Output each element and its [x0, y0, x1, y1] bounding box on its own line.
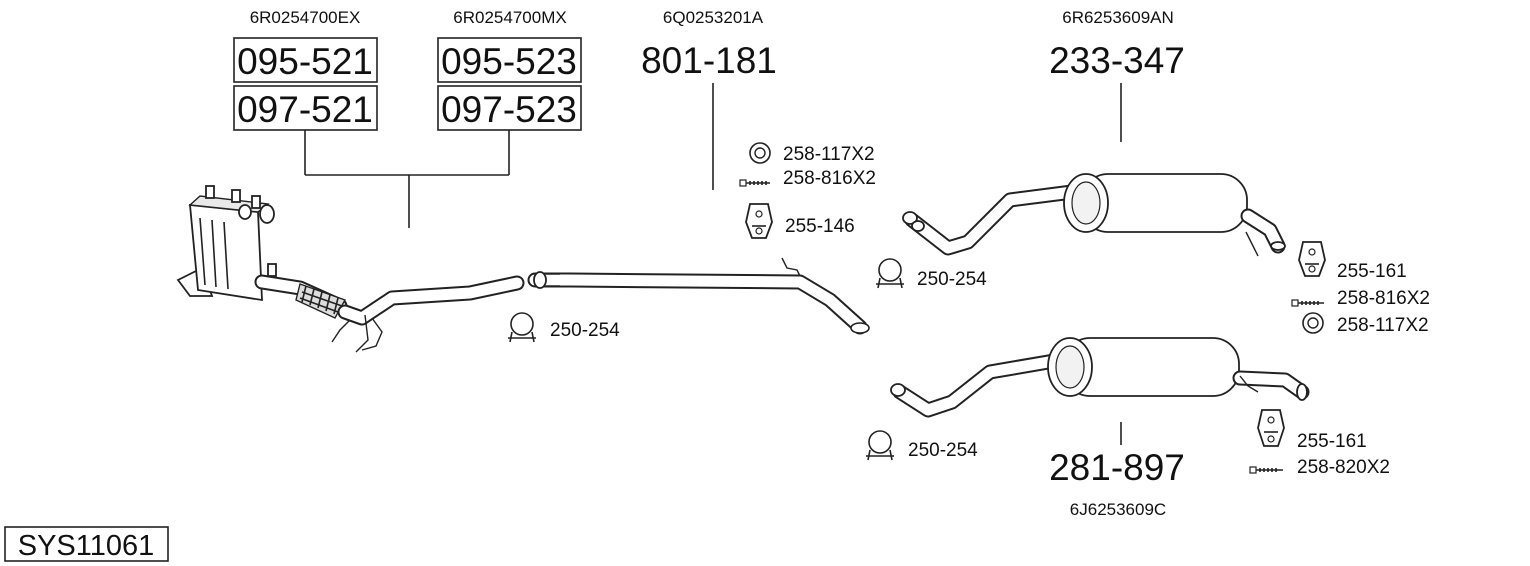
- part-box-095-523[interactable]: 095-523: [437, 37, 582, 83]
- pipe-clamp-icon: [876, 258, 904, 289]
- rear-muffler-b[interactable]: [890, 337, 1310, 418]
- part-number-281-897[interactable]: 281-897: [1049, 447, 1185, 488]
- part-number-095-523: 095-523: [441, 41, 577, 82]
- accessory-label-250-254-front[interactable]: 250-254: [550, 320, 620, 341]
- pipe-clamp-icon: [866, 430, 894, 461]
- system-code-label: SYS11061: [18, 530, 155, 562]
- bolt-icon: [739, 179, 770, 187]
- rear-muffler-a[interactable]: [902, 173, 1286, 257]
- part-number-095-521: 095-521: [237, 41, 373, 82]
- rubber-hanger-icon: [745, 203, 773, 239]
- bolt-icon: [1291, 299, 1324, 307]
- oem-label-rear-a: 6R6253609AN: [1062, 8, 1174, 27]
- accessory-label-250-254-mid[interactable]: 250-254: [917, 269, 987, 290]
- ring-gasket-icon: [1302, 312, 1324, 334]
- accessory-label-258-117x2-top[interactable]: 258-117X2: [783, 144, 875, 165]
- part-box-095-521[interactable]: 095-521: [233, 37, 378, 83]
- accessory-label-255-161-top[interactable]: 255-161: [1337, 261, 1407, 282]
- part-box-097-521[interactable]: 097-521: [233, 85, 378, 131]
- rubber-hanger-icon: [1298, 241, 1326, 277]
- accessory-label-250-254-low[interactable]: 250-254: [908, 440, 978, 461]
- catalyst-assembly[interactable]: [176, 185, 525, 353]
- accessory-label-258-816x2-right[interactable]: 258-816X2: [1337, 288, 1430, 309]
- bolt-icon: [1249, 466, 1283, 474]
- oem-label-middle: 6Q0253201A: [663, 8, 764, 27]
- part-number-097-523: 097-523: [441, 89, 577, 130]
- system-code-box: SYS11061: [4, 526, 169, 562]
- part-number-801-181[interactable]: 801-181: [641, 40, 777, 81]
- accessory-label-258-820x2[interactable]: 258-820X2: [1297, 457, 1390, 478]
- part-number-097-521: 097-521: [237, 89, 373, 130]
- oem-label-cat-mx: 6R0254700MX: [453, 8, 566, 27]
- accessory-label-258-117x2-right[interactable]: 258-117X2: [1337, 315, 1429, 336]
- catalyst-leader-bracket: [304, 130, 510, 228]
- accessory-label-255-161-low[interactable]: 255-161: [1297, 431, 1367, 452]
- ring-gasket-icon: [749, 142, 771, 164]
- accessory-label-255-146[interactable]: 255-146: [785, 216, 855, 237]
- oem-label-rear-b: 6J6253609C: [1070, 500, 1166, 519]
- part-box-097-523[interactable]: 097-523: [437, 85, 582, 131]
- rubber-hanger-icon: [1257, 409, 1285, 447]
- part-number-233-347[interactable]: 233-347: [1049, 40, 1185, 81]
- pipe-clamp-icon: [508, 312, 536, 343]
- middle-pipe[interactable]: [527, 257, 870, 335]
- oem-label-cat-ex: 6R0254700EX: [250, 8, 361, 27]
- accessory-label-258-816x2-top[interactable]: 258-816X2: [783, 168, 876, 189]
